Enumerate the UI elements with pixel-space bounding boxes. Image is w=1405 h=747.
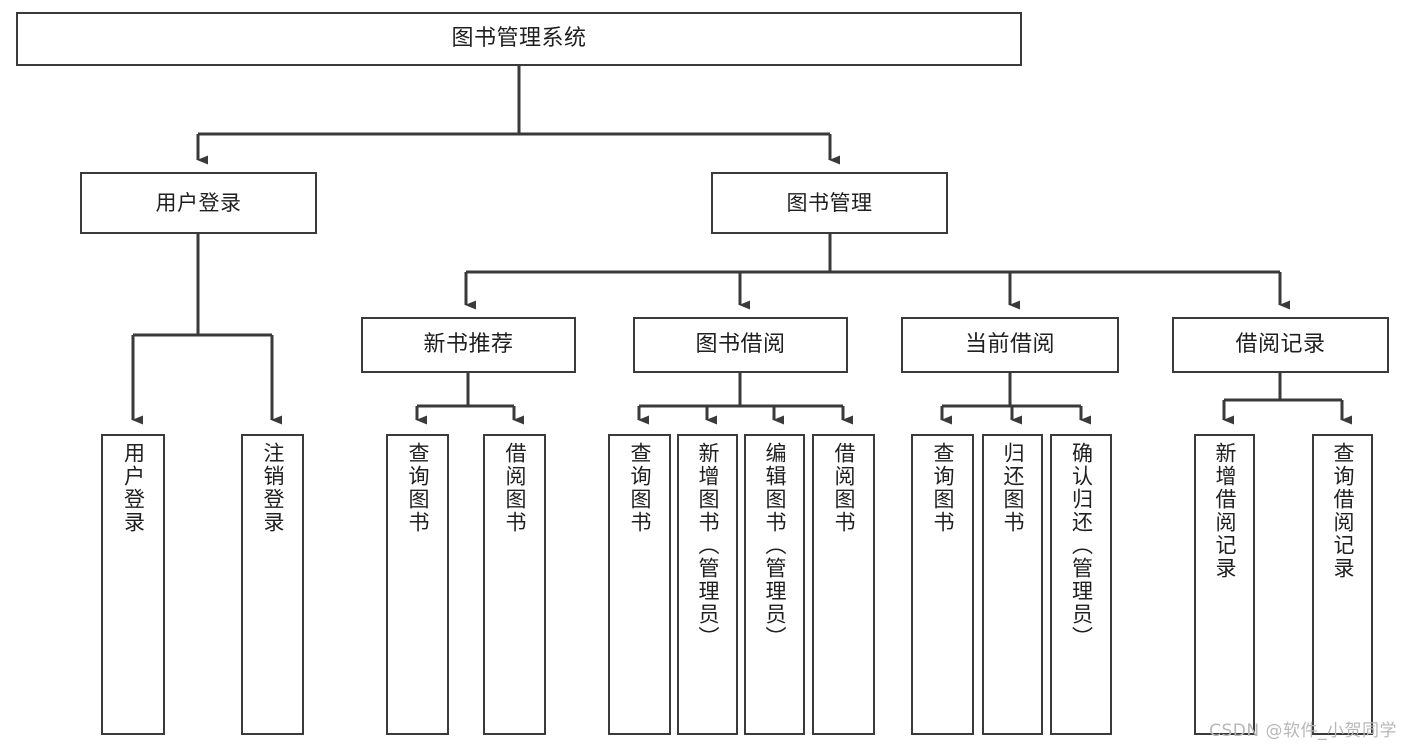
leaf-user-login[interactable]: 用户登录 (101, 434, 165, 735)
node-label: 图书借阅 (695, 332, 786, 358)
leaf-query-books-recommend[interactable]: 查询图书 (386, 434, 449, 735)
node-current-borrowing[interactable]: 当前借阅 (901, 317, 1119, 373)
node-label: 当前借阅 (964, 332, 1055, 358)
node-label: 查询图书 (406, 442, 430, 534)
node-user-login[interactable]: 用户登录 (80, 172, 317, 234)
node-root-system[interactable]: 图书管理系统 (16, 12, 1022, 66)
leaf-return-books[interactable]: 归还图书 (982, 434, 1043, 735)
node-label: 查询图书 (931, 442, 955, 534)
node-label: 查询借阅记录 (1331, 442, 1355, 580)
node-label: 借阅记录 (1235, 332, 1326, 358)
node-label: 用户登录 (155, 190, 242, 215)
leaf-query-books-borrowing[interactable]: 查询图书 (608, 434, 671, 735)
leaf-query-books-current[interactable]: 查询图书 (911, 434, 974, 735)
node-label: 编辑图书（管理员） (763, 442, 787, 649)
node-label: 借阅图书 (832, 442, 856, 534)
watermark: CSDN @软件_小贺同学 (1209, 721, 1397, 741)
node-label: 查询图书 (628, 442, 652, 534)
node-label: 确认归还（管理员） (1069, 442, 1094, 649)
node-label: 新增借阅记录 (1213, 442, 1237, 580)
leaf-borrow-books[interactable]: 借阅图书 (812, 434, 875, 735)
leaf-logout[interactable]: 注销登录 (241, 434, 304, 735)
node-label: 新增图书（管理员） (696, 442, 720, 649)
leaf-edit-book-admin[interactable]: 编辑图书（管理员） (744, 434, 805, 735)
node-label: 借阅图书 (503, 442, 527, 534)
node-label: 用户登录 (121, 442, 146, 534)
node-label: 图书管理 (786, 190, 873, 215)
node-new-book-recommendation[interactable]: 新书推荐 (361, 317, 576, 373)
leaf-add-borrow-record[interactable]: 新增借阅记录 (1194, 434, 1255, 735)
leaf-add-book-admin[interactable]: 新增图书（管理员） (677, 434, 738, 735)
node-book-management[interactable]: 图书管理 (711, 172, 948, 234)
leaf-query-borrow-record[interactable]: 查询借阅记录 (1312, 434, 1373, 735)
node-label: 归还图书 (1001, 442, 1025, 534)
node-label: 新书推荐 (423, 332, 514, 358)
node-label: 注销登录 (261, 442, 285, 534)
node-borrowing-records[interactable]: 借阅记录 (1172, 317, 1389, 373)
leaf-confirm-return-admin[interactable]: 确认归还（管理员） (1050, 434, 1112, 735)
leaf-borrow-books-recommend[interactable]: 借阅图书 (483, 434, 546, 735)
node-book-borrowing[interactable]: 图书借阅 (633, 317, 848, 373)
node-label: 图书管理系统 (451, 26, 587, 52)
